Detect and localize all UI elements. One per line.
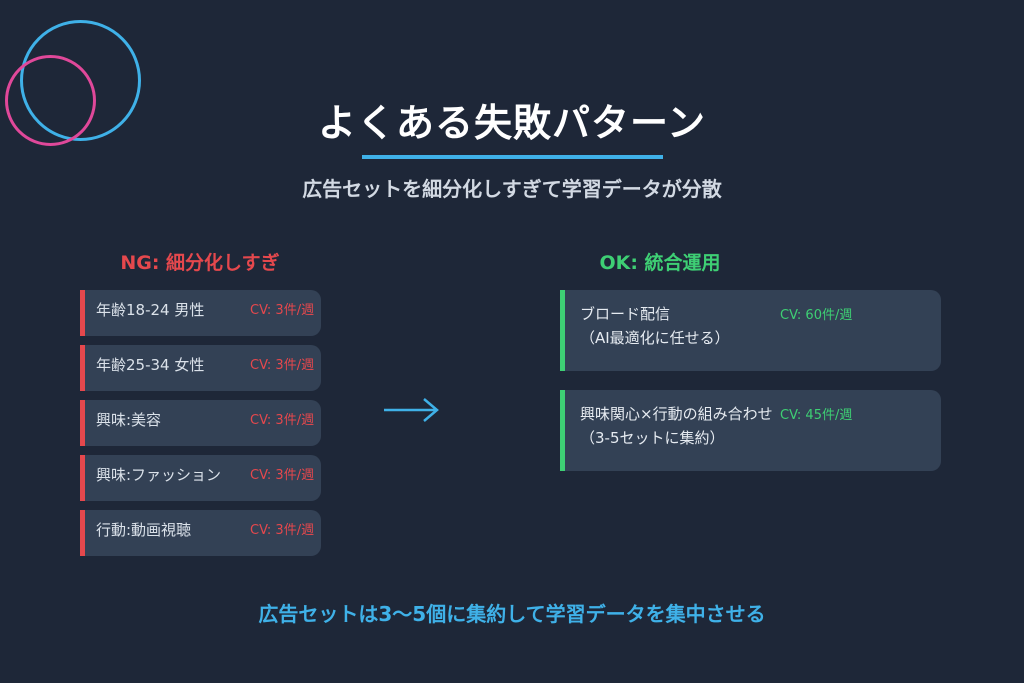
ng-accent-bar (80, 510, 85, 556)
ng-card-label: 行動:動画視聴 (96, 521, 192, 539)
ng-card-cv: CV: 3件/週 (250, 413, 315, 428)
ng-card: 年齢18-24 男性 CV: 3件/週 (80, 290, 321, 336)
ng-card-label: 興味:美容 (96, 411, 162, 429)
ng-card: 年齢25-34 女性 CV: 3件/週 (80, 345, 321, 391)
ng-card-cv: CV: 3件/週 (250, 468, 315, 483)
ok-card-cv: CV: 45件/週 (780, 408, 853, 423)
ok-card-line2: （3-5セットに集約） (580, 429, 725, 447)
ng-heading: NG: 細分化しすぎ (120, 252, 280, 274)
ng-card-cv: CV: 3件/週 (250, 358, 315, 373)
ng-accent-bar (80, 400, 85, 446)
ng-card: 行動:動画視聴 CV: 3件/週 (80, 510, 321, 556)
ng-accent-bar (80, 455, 85, 501)
ng-card-label: 興味:ファッション (96, 466, 222, 484)
page-title: よくある失敗パターン (317, 101, 707, 145)
ok-card: 興味関心×行動の組み合わせ （3-5セットに集約） CV: 45件/週 (560, 390, 941, 471)
ok-card-label: ブロード配信 （AI最適化に任せる） (580, 302, 730, 350)
pink-circle-decoration (5, 55, 96, 146)
ok-card-cv: CV: 60件/週 (780, 308, 853, 323)
ng-card: 興味:美容 CV: 3件/週 (80, 400, 321, 446)
title-underline (362, 155, 663, 159)
ng-accent-bar (80, 290, 85, 336)
ok-card-line1: ブロード配信 (580, 305, 671, 323)
ok-card-label: 興味関心×行動の組み合わせ （3-5セットに集約） (580, 402, 773, 450)
ng-card-cv: CV: 3件/週 (250, 523, 315, 538)
ok-accent-bar (560, 290, 565, 371)
ng-card-label: 年齢25-34 女性 (96, 356, 205, 374)
ok-accent-bar (560, 390, 565, 471)
ng-card-label: 年齢18-24 男性 (96, 301, 205, 319)
conclusion-text: 広告セットは3〜5個に集約して学習データを集中させる (258, 602, 766, 626)
ok-heading: OK: 統合運用 (599, 252, 721, 274)
page-subtitle: 広告セットを細分化しすぎて学習データが分散 (302, 177, 722, 201)
ng-accent-bar (80, 345, 85, 391)
ok-card-line1: 興味関心×行動の組み合わせ (580, 405, 773, 423)
ng-card-cv: CV: 3件/週 (250, 303, 315, 318)
ng-card: 興味:ファッション CV: 3件/週 (80, 455, 321, 501)
ok-card-line2: （AI最適化に任せる） (580, 329, 730, 347)
ok-card: ブロード配信 （AI最適化に任せる） CV: 60件/週 (560, 290, 941, 371)
right-arrow-icon (382, 396, 440, 424)
